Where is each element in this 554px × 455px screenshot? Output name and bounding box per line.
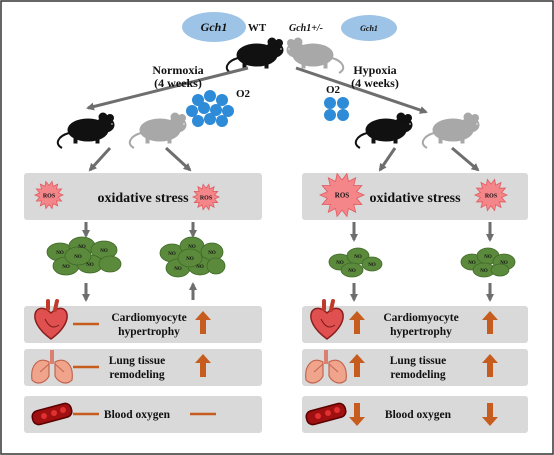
- no-label: NO: [348, 269, 356, 274]
- effect-normoxia-het-cardio-indicator: [195, 311, 211, 334]
- ros-label: ROS: [485, 194, 498, 200]
- ros-label: ROS: [200, 196, 213, 202]
- hypoxia-label: Hypoxia: [353, 63, 396, 77]
- ros-burst-icon: ROS: [192, 183, 220, 211]
- no-label: NO: [168, 252, 176, 257]
- effect-hypoxia-het-blood-indicator: [482, 403, 498, 426]
- no-label: NO: [196, 265, 204, 270]
- hypoxia-arrow: [295, 66, 428, 114]
- no-label: NO: [484, 255, 492, 260]
- no-label: NO: [86, 263, 94, 268]
- arrow-mouse-to-stress: [164, 146, 192, 172]
- no-label: NO: [174, 267, 182, 272]
- no-label: NO: [100, 249, 108, 254]
- ros-burst-icon: ROS: [474, 178, 508, 212]
- o2-normoxia-label: O2: [236, 88, 251, 100]
- hypoxia-duration: (4 weeks): [351, 76, 399, 90]
- no-label: NO: [354, 255, 362, 260]
- cardio-label-hypoxia: Cardiomyocyte: [383, 312, 458, 324]
- no-cloud-normoxia-wt-icon: NO NO NO NO NO NO: [46, 236, 122, 276]
- no-label: NO: [480, 269, 488, 274]
- no-label: NO: [468, 261, 476, 266]
- no-label: NO: [336, 261, 344, 266]
- het-gene-label: Gch1: [360, 24, 378, 33]
- blood-label-normoxia: Blood oxygen: [104, 409, 171, 421]
- lung-label-normoxia: Lung tissue: [109, 355, 166, 367]
- effect-normoxia-het-lung-indicator: [195, 354, 211, 377]
- ros-burst-icon: ROS: [319, 172, 365, 218]
- arrow-mouse-to-stress: [88, 146, 112, 172]
- wt-gene-label: Gch1: [201, 20, 228, 34]
- normoxia-duration: (4 weeks): [154, 76, 202, 90]
- effect-hypoxia-wt-lung-indicator: [349, 354, 365, 377]
- effect-hypoxia-wt-blood-indicator: [349, 403, 365, 426]
- stress-label-normoxia: oxidative stress: [97, 191, 189, 206]
- no-label: NO: [186, 257, 194, 262]
- o2-cluster-hypoxia-icon: [324, 97, 349, 121]
- no-label: NO: [74, 255, 82, 260]
- cardio-label2-normoxia: hypertrophy: [118, 326, 180, 338]
- cardio-label-normoxia: Cardiomyocyte: [111, 312, 186, 324]
- lung-label-hypoxia: Lung tissue: [390, 355, 447, 367]
- no-label: NO: [56, 251, 64, 256]
- no-label: NO: [368, 263, 376, 268]
- arrow-mouse-to-stress: [451, 146, 480, 172]
- cardio-label2-hypoxia: hypertrophy: [390, 326, 452, 338]
- arrow-mouse-to-stress: [378, 147, 397, 172]
- o2-hypoxia-label: O2: [326, 84, 341, 96]
- blood-label-hypoxia: Blood oxygen: [385, 409, 452, 421]
- ros-burst-icon: ROS: [34, 180, 64, 210]
- stress-panel-hypoxia: [302, 173, 528, 220]
- het-gene-oval: [341, 15, 397, 41]
- stress-label-hypoxia: oxidative stress: [369, 191, 461, 206]
- no-cloud-hypoxia-het-icon: NO NO NO NO: [460, 247, 516, 278]
- effect-hypoxia-wt-cardio-indicator: [349, 311, 365, 334]
- o2-cluster-normoxia-icon: [186, 90, 234, 127]
- no-label: NO: [78, 245, 86, 250]
- no-label: NO: [62, 265, 70, 270]
- het-label: Gch1+/-: [289, 23, 323, 34]
- no-label: NO: [500, 261, 508, 266]
- ros-label: ROS: [335, 192, 350, 200]
- no-cloud-hypoxia-wt-icon: NO NO NO NO: [328, 247, 383, 278]
- normoxia-label: Normoxia: [152, 63, 203, 77]
- outcome-panel-blood-normoxia: [24, 396, 262, 433]
- lung-label2-normoxia: remodeling: [109, 369, 165, 381]
- lung-label2-hypoxia: remodeling: [390, 369, 446, 381]
- effect-hypoxia-het-lung-indicator: [482, 354, 498, 377]
- ros-label: ROS: [43, 194, 56, 200]
- no-label: NO: [208, 251, 216, 256]
- effect-hypoxia-het-cardio-indicator: [482, 311, 498, 334]
- normoxia-arrow: [86, 66, 249, 111]
- no-label: NO: [188, 245, 196, 250]
- wt-gene-oval: [182, 12, 246, 42]
- wt-label: WT: [248, 22, 267, 34]
